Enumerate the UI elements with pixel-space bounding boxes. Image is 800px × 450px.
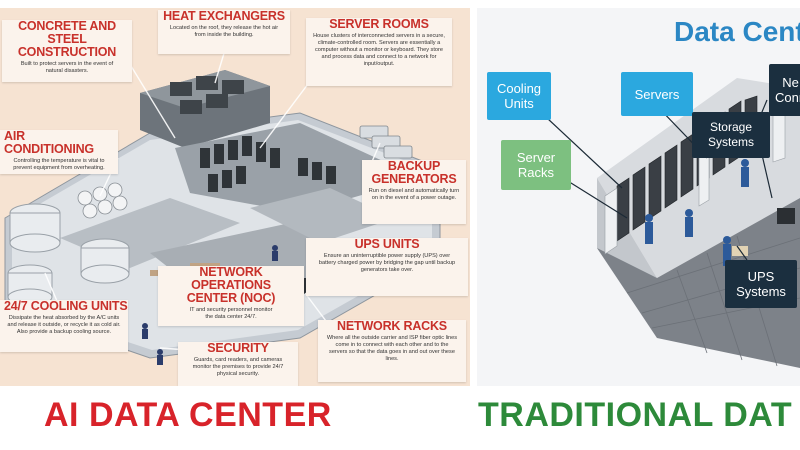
callout-server-rooms: SERVER ROOMS House clusters of interconn… [306,18,452,86]
callout-description: Guards, card readers, and cameras monito… [192,357,284,377]
callout-title: UPS UNITS [354,237,420,251]
callout-air-conditioning: AIR CONDITIONING Controlling the tempera… [0,130,118,174]
callout-description: Controlling the temperature is vital to … [13,158,105,171]
callout-description: IT and security personnel monitor the da… [189,307,273,320]
callout-description: Dissipate the heat absorbed by the A/C u… [7,315,121,335]
callout-cooling-units-247: 24/7 COOLING UNITS Dissipate the heat ab… [0,300,128,352]
callout-title: NETWORK OPERATIONS CENTER (NOC) [186,265,276,305]
callout-title: SERVER ROOMS [329,17,429,31]
callout-heat-exchangers: HEAT EXCHANGERS Located on the roof, the… [158,10,290,54]
label-network-connections: Ne Conn [769,64,800,116]
data-center-title: Data Cente [674,16,800,47]
callout-description: Run on diesel and automatically turn on … [368,188,460,201]
callout-title: AIR CONDITIONING [4,129,94,156]
traditional-data-center-illustration: Data Cente Cooling Units Servers Ne Conn… [477,8,800,386]
server-room-illustration [477,8,800,386]
callout-noc: NETWORK OPERATIONS CENTER (NOC) IT and s… [158,266,304,326]
label-server-racks: Server Racks [501,140,571,190]
ai-data-center-infographic: CONCRETE AND STEEL CONSTRUCTION Built to… [0,8,470,386]
callout-description: House clusters of interconnected servers… [313,33,445,67]
traditional-data-center-title: TRADITIONAL DAT [478,396,793,434]
callout-title: SECURITY [207,341,269,355]
callout-description: Where all the outside carrier and ISP fi… [326,335,458,362]
callout-description: Built to protect servers in the event of… [20,61,114,74]
callout-description: Ensure an uninterruptible power supply (… [318,253,456,273]
callout-title: NETWORK RACKS [337,319,447,333]
callout-title: CONCRETE AND STEEL CONSTRUCTION [17,19,117,59]
label-ups-systems: UPS Systems [725,260,797,308]
callout-backup-generators: BACKUP GENERATORS Run on diesel and auto… [362,160,466,224]
callout-network-racks: NETWORK RACKS Where all the outside carr… [318,320,466,382]
callout-title: HEAT EXCHANGERS [163,9,285,23]
callout-ups-units: UPS UNITS Ensure an uninterruptible powe… [306,238,468,296]
ai-data-center-title: AI DATA CENTER [44,396,332,434]
callout-title: 24/7 COOLING UNITS [4,299,128,313]
label-servers: Servers [621,72,693,116]
label-cooling-units: Cooling Units [487,72,551,120]
label-storage-systems: Storage Systems [692,112,770,158]
callout-title: BACKUP GENERATORS [371,159,457,186]
callout-concrete-steel: CONCRETE AND STEEL CONSTRUCTION Built to… [2,20,132,82]
callout-description: Located on the roof, they release the ho… [169,25,279,38]
callout-security: SECURITY Guards, card readers, and camer… [178,342,298,386]
